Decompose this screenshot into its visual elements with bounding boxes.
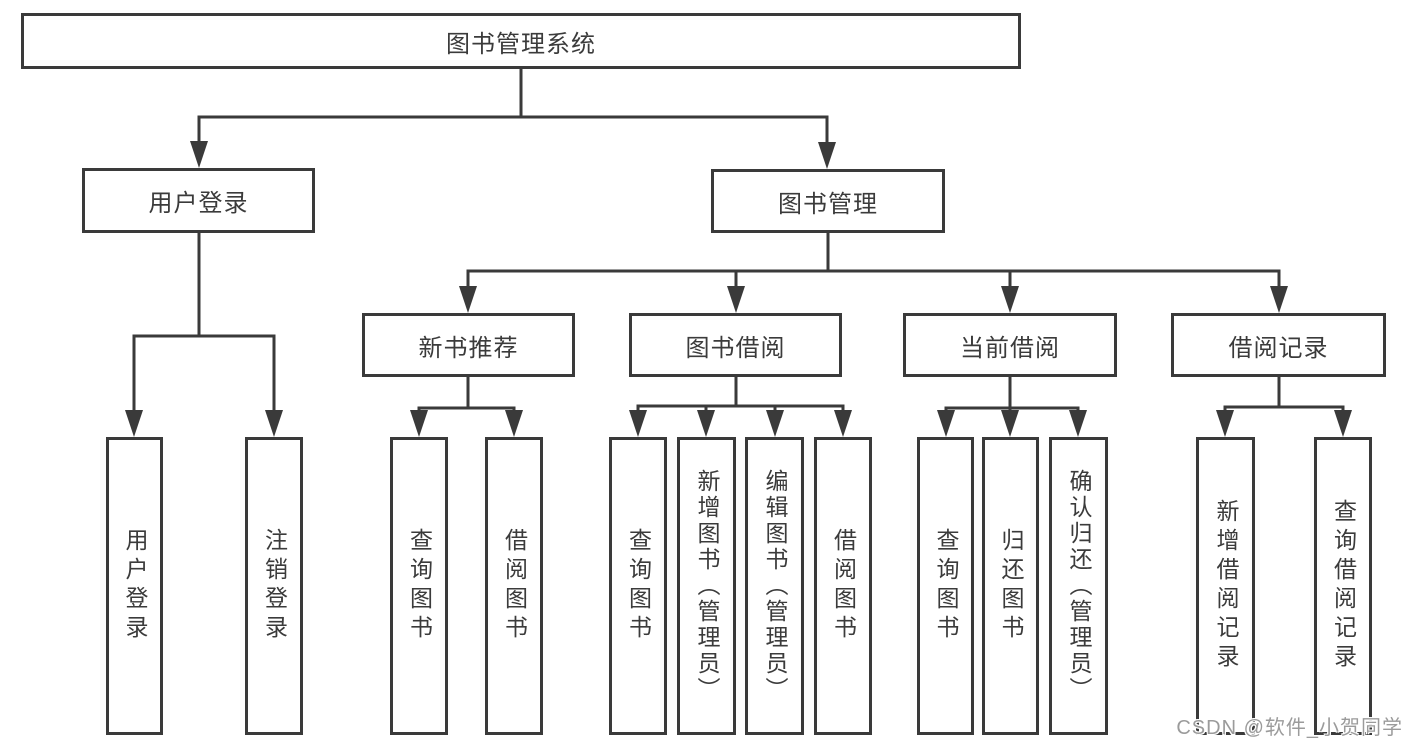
leaf-query-borrow-record: 查询借阅记录 [1314, 437, 1372, 735]
leaf-recommend-borrow-books: 借阅图书 [485, 437, 543, 735]
node-current-borrowing: 当前借阅 [903, 313, 1117, 377]
csdn-watermark: CSDN @软件_小贺同学 [1176, 717, 1403, 739]
leaf-return-books-label: 归还图书 [998, 528, 1024, 644]
node-user-login-label: 用户登录 [148, 190, 249, 217]
leaf-logout: 注销登录 [245, 437, 303, 735]
leaf-add-books-admin: 新增图书（管理员） [677, 437, 736, 735]
leaf-recommend-query-books: 查询图书 [390, 437, 448, 735]
leaf-user-login-label: 用户登录 [122, 528, 148, 644]
leaf-add-books-admin-label: 新增图书（管理员） [694, 469, 720, 703]
node-borrowing-records: 借阅记录 [1171, 313, 1386, 377]
leaf-user-login: 用户登录 [106, 437, 163, 735]
leaf-edit-books-admin-label: 编辑图书（管理员） [762, 469, 788, 703]
node-book-borrowing: 图书借阅 [629, 313, 842, 377]
leaf-edit-books-admin: 编辑图书（管理员） [745, 437, 804, 735]
node-book-management: 图书管理 [711, 169, 945, 233]
leaf-query-borrow-record-label: 查询借阅记录 [1330, 499, 1357, 673]
node-user-login: 用户登录 [82, 168, 315, 233]
leaf-borrowing-query-books: 查询图书 [609, 437, 667, 735]
leaf-recommend-query-books-label: 查询图书 [406, 528, 433, 644]
leaf-add-borrow-record: 新增借阅记录 [1196, 437, 1255, 735]
arrowheads [125, 141, 1352, 437]
node-book-borrowing-label: 图书借阅 [685, 334, 786, 362]
node-new-book-recommend-label: 新书推荐 [418, 334, 519, 362]
leaf-borrowing-query-books-label: 查询图书 [625, 528, 652, 644]
leaf-add-borrow-record-label: 新增借阅记录 [1213, 499, 1239, 673]
leaf-current-query-books-label: 查询图书 [933, 528, 959, 644]
leaf-confirm-return-admin: 确认归还（管理员） [1049, 437, 1108, 735]
node-current-borrowing-label: 当前借阅 [960, 334, 1060, 362]
leaf-recommend-borrow-books-label: 借阅图书 [501, 528, 528, 644]
node-book-management-label: 图书管理 [778, 190, 878, 218]
leaf-return-books: 归还图书 [982, 437, 1039, 735]
leaf-borrowing-borrow-books: 借阅图书 [814, 437, 872, 735]
leaf-logout-label: 注销登录 [261, 528, 288, 644]
leaf-borrowing-borrow-books-label: 借阅图书 [830, 528, 857, 644]
node-root: 图书管理系统 [21, 13, 1021, 69]
leaf-confirm-return-admin-label: 确认归还（管理员） [1066, 469, 1092, 703]
node-new-book-recommend: 新书推荐 [362, 313, 575, 377]
leaf-current-query-books: 查询图书 [917, 437, 974, 735]
node-root-label: 图书管理系统 [446, 30, 596, 58]
node-borrowing-records-label: 借阅记录 [1228, 334, 1329, 362]
